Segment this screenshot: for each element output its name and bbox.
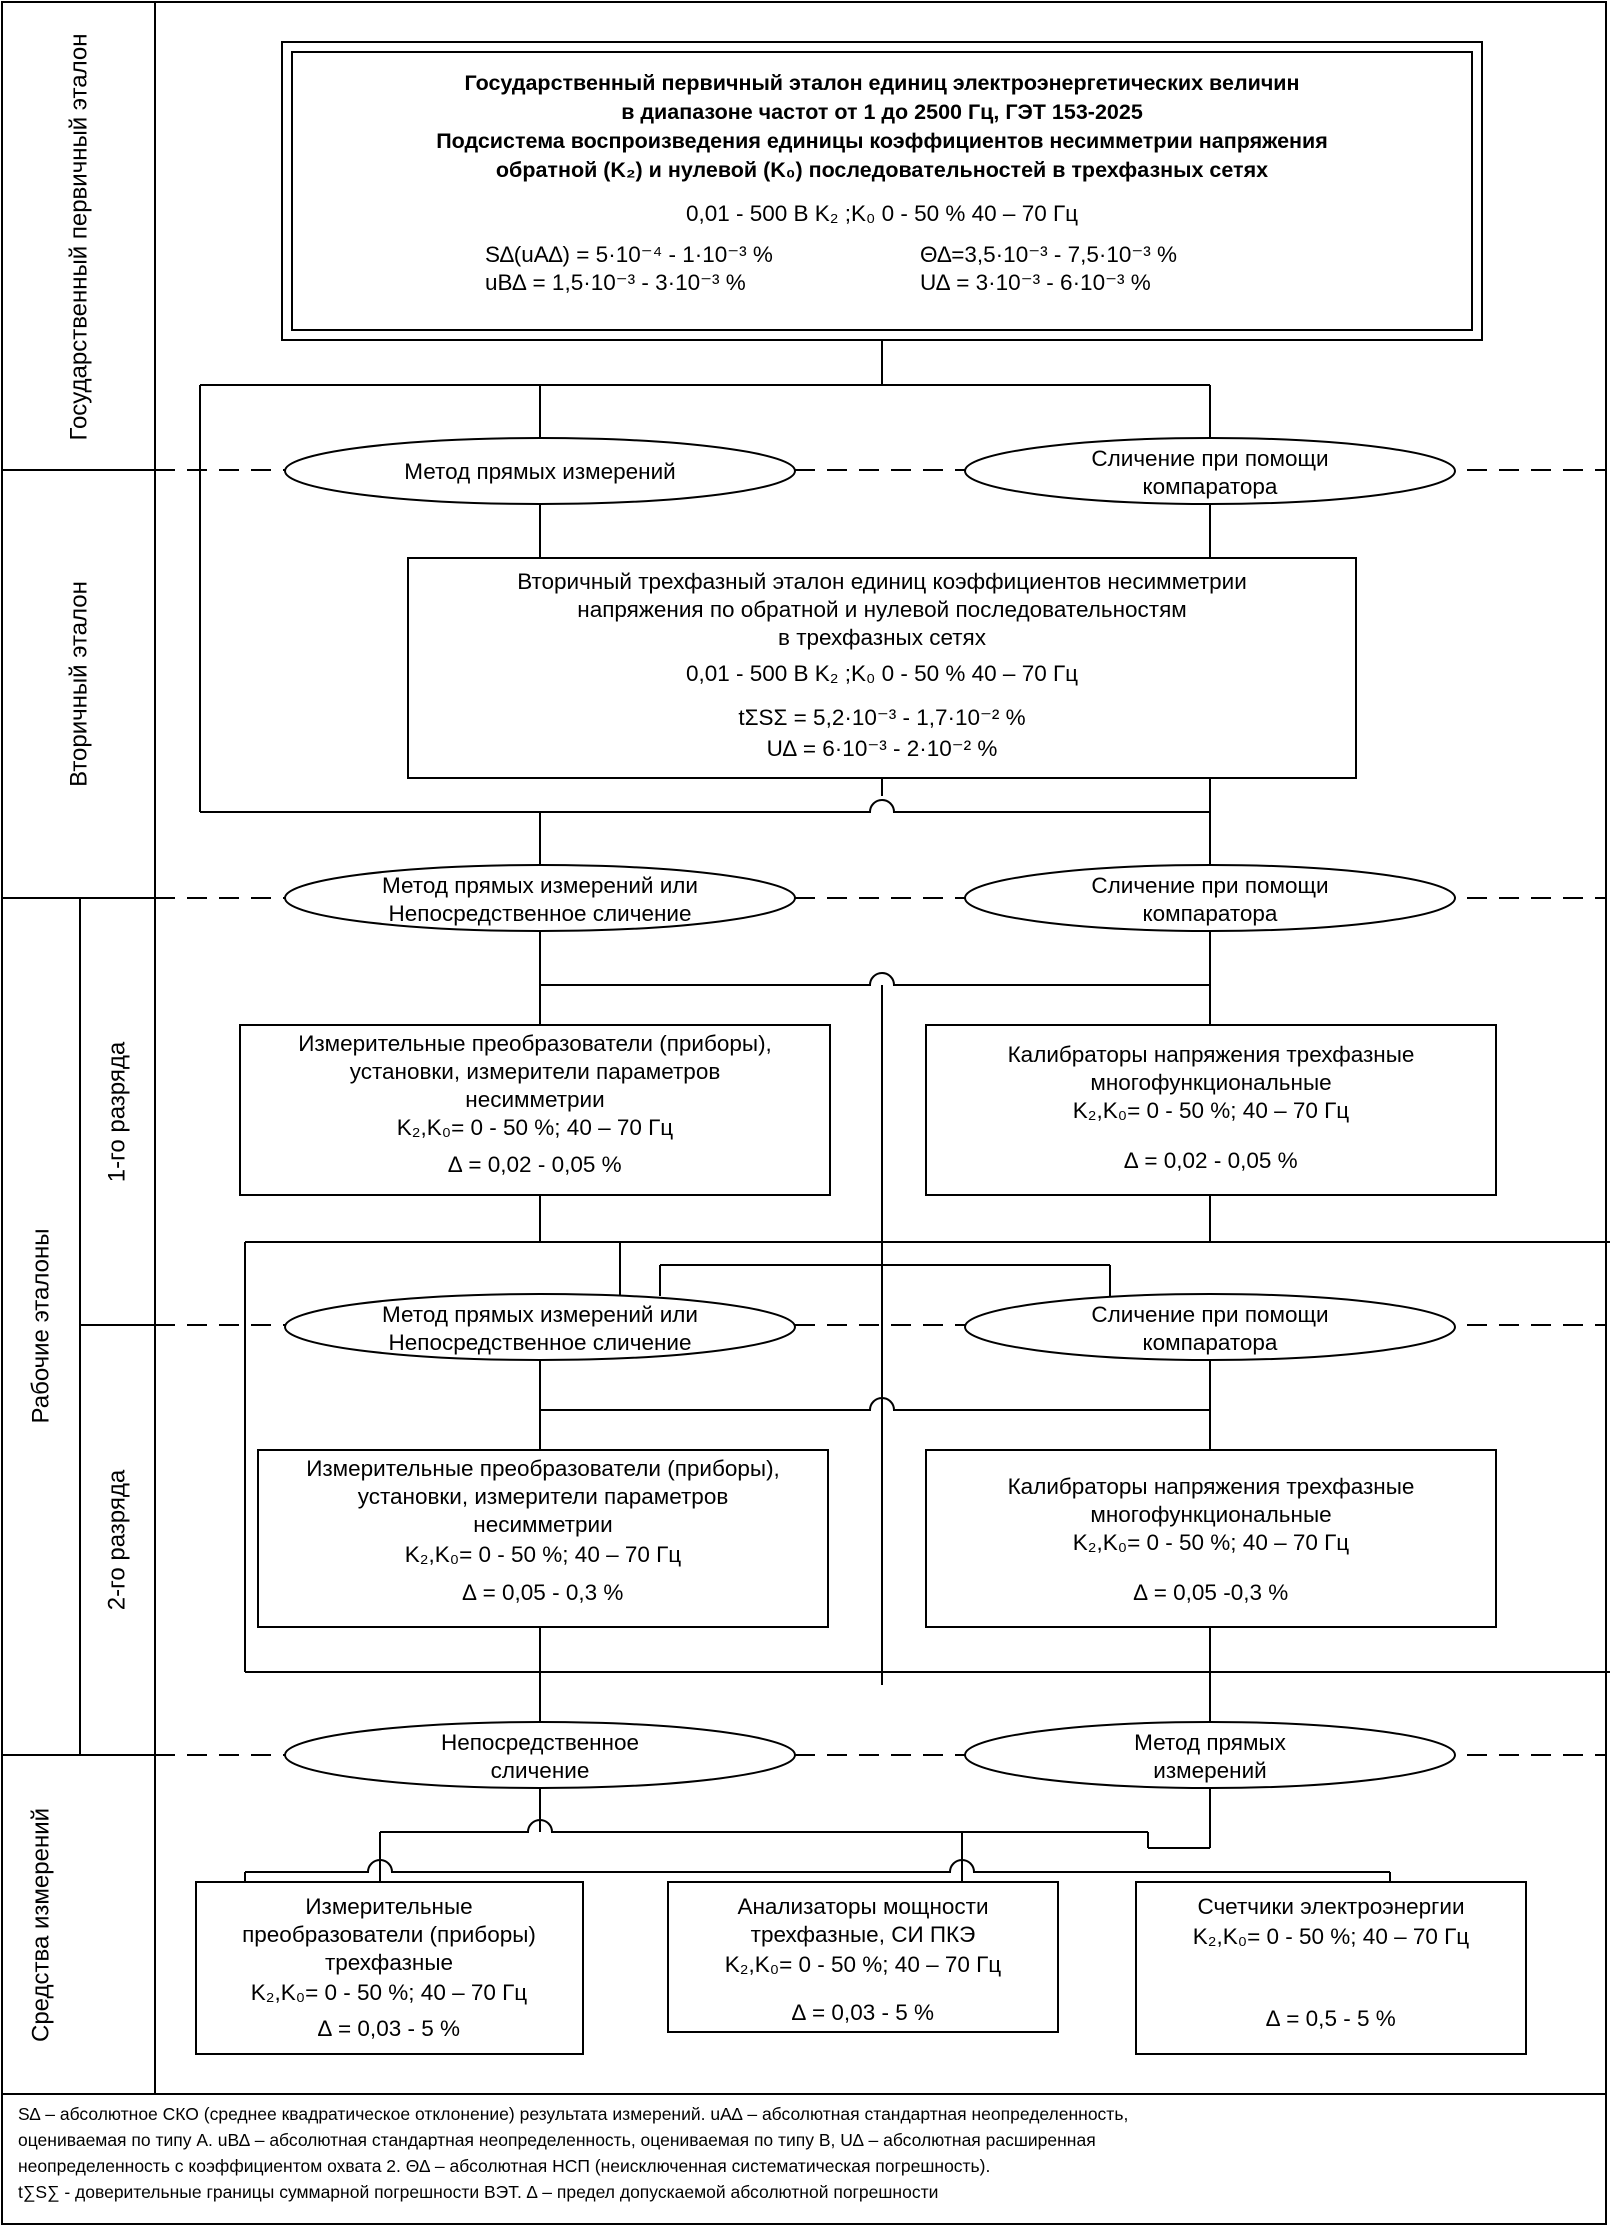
grade1-right-range: K₂,K₀= 0 - 50 %; 40 – 70 Гц <box>1073 1098 1350 1123</box>
footnote: S∆ – абсолютное СКО (среднее квадратичес… <box>18 2104 1128 2202</box>
grade2-left-line3: несимметрии <box>473 1512 612 1537</box>
method-direct-or-comparison-line2: Непосредственное сличение <box>389 1330 692 1355</box>
secondary-title-line2: напряжения по обратной и нулевой последо… <box>577 597 1186 622</box>
grade1-left-box: Измерительные преобразователи (приборы),… <box>239 1024 831 1196</box>
primary-standard-box: Государственный первичный эталон единиц … <box>281 41 1483 341</box>
method-direct-measurement-line1: Метод прямых <box>1134 1730 1286 1755</box>
method-comparator-line1: Сличение при помощи <box>1091 873 1328 898</box>
grade2-right-delta: ∆ = 0,05 -0,3 % <box>1134 1580 1288 1605</box>
connectors <box>199 340 1610 1882</box>
grade2-left-box: Измерительные преобразователи (приборы),… <box>257 1449 829 1628</box>
method-comparator-line1: Сличение при помощи <box>1091 1302 1328 1327</box>
primary-param-sd: S∆(uA∆) = 5·10⁻⁴ - 1·10⁻³ % <box>485 242 773 267</box>
footnote-line2: оцениваемая по типу А. uB∆ – абсолютная … <box>18 2130 1096 2150</box>
primary-param-theta: Θ∆=3,5·10⁻³ - 7,5·10⁻³ % <box>920 242 1177 267</box>
primary-param-u: U∆ = 3·10⁻³ - 6·10⁻³ % <box>920 270 1151 295</box>
method-direct-measurement: Метод прямых измерений <box>404 459 675 484</box>
footnote-line3: неопределенность с коэффициентом охвата … <box>18 2156 990 2176</box>
secondary-param-ts: tΣSΣ = 5,2·10⁻³ - 1,7·10⁻² % <box>738 705 1025 730</box>
grade2-left-line1: Измерительные преобразователи (приборы), <box>306 1456 780 1481</box>
primary-param-ub: uB∆ = 1,5·10⁻³ - 3·10⁻³ % <box>485 270 746 295</box>
grade1-right-line1: Калибраторы напряжения трехфазные <box>1008 1042 1415 1067</box>
secondary-standard-box: Вторичный трехфазный эталон единиц коэфф… <box>407 557 1357 779</box>
secondary-param-u: U∆ = 6·10⁻³ - 2·10⁻² % <box>767 736 998 761</box>
footnote-line4: t∑S∑ - доверительные границы суммарной п… <box>18 2182 938 2202</box>
instrument3-delta: ∆ = 0,5 - 5 % <box>1266 2006 1395 2031</box>
instrument-box-meters: Счетчики электроэнергии K₂,K₀= 0 - 50 %;… <box>1135 1881 1527 2055</box>
method-comparator-line2: компаратора <box>1143 901 1278 926</box>
instrument1-range: K₂,K₀= 0 - 50 %; 40 – 70 Гц <box>251 1980 528 2005</box>
sidebar-instruments: Средства измерений <box>27 1808 54 2042</box>
primary-title-line3: Подсистема воспроизведения единицы коэфф… <box>436 129 1328 153</box>
method-direct-comparison-line1: Непосредственное <box>441 1730 639 1755</box>
grade1-left-line1: Измерительные преобразователи (приборы), <box>298 1031 772 1056</box>
method-level4: Непосредственное сличение Метод прямых и… <box>284 1721 1456 1789</box>
instrument1-line3: трехфазные <box>325 1950 453 1975</box>
method-direct-or-comparison-line1: Метод прямых измерений или <box>382 873 698 898</box>
primary-range: 0,01 - 500 В K₂ ;K₀ 0 - 50 % 40 – 70 Гц <box>686 201 1078 226</box>
primary-title-line2: в диапазоне частот от 1 до 2500 Гц, ГЭТ … <box>621 100 1143 124</box>
grade2-right-line2: многофункциональные <box>1090 1502 1331 1527</box>
method-direct-or-comparison-line1: Метод прямых измерений или <box>382 1302 698 1327</box>
instrument-box-analyzers: Анализаторы мощности трехфазные, СИ ПКЭ … <box>667 1881 1059 2033</box>
instrument2-delta: ∆ = 0,03 - 5 % <box>792 2000 934 2025</box>
method-direct-or-comparison-line2: Непосредственное сличение <box>389 901 692 926</box>
grade2-right-box: Калибраторы напряжения трехфазные многоф… <box>925 1449 1497 1628</box>
sidebar: Государственный первичный эталон Вторичн… <box>27 34 130 2042</box>
method-level1: Метод прямых измерений Сличение при помо… <box>284 437 1456 505</box>
instrument2-range: K₂,K₀= 0 - 50 %; 40 – 70 Гц <box>725 1952 1002 1977</box>
instrument2-line1: Анализаторы мощности <box>737 1894 988 1919</box>
grade1-right-line2: многофункциональные <box>1090 1070 1331 1095</box>
sidebar-working: Рабочие эталоны <box>27 1229 54 1424</box>
grade1-left-line3: несимметрии <box>465 1087 604 1112</box>
primary-title-line4: обратной (K₂) и нулевой (K₀) последовате… <box>496 158 1268 182</box>
instrument2-line2: трехфазные, СИ ПКЭ <box>751 1922 976 1947</box>
instrument1-delta: ∆ = 0,03 - 5 % <box>318 2016 460 2041</box>
grade1-right-box: Калибраторы напряжения трехфазные многоф… <box>925 1024 1497 1196</box>
method-direct-measurement-line2: измерений <box>1153 1758 1266 1783</box>
primary-title-line1: Государственный первичный эталон единиц … <box>464 71 1299 95</box>
grade1-left-line2: установки, измерители параметров <box>350 1059 721 1084</box>
grade1-right-delta: ∆ = 0,02 - 0,05 % <box>1124 1148 1297 1173</box>
method-comparator-line2: компаратора <box>1143 474 1278 499</box>
grade2-right-range: K₂,K₀= 0 - 50 %; 40 – 70 Гц <box>1073 1530 1350 1555</box>
method-level2: Метод прямых измерений или Непосредствен… <box>284 864 1456 932</box>
sidebar-state-primary: Государственный первичный эталон <box>65 34 92 441</box>
grade2-left-delta: ∆ = 0,05 - 0,3 % <box>463 1580 624 1605</box>
grade1-left-delta: ∆ = 0,02 - 0,05 % <box>448 1152 621 1177</box>
secondary-range: 0,01 - 500 В K₂ ;K₀ 0 - 50 % 40 – 70 Гц <box>686 661 1078 686</box>
method-direct-comparison-line2: сличение <box>491 1758 590 1783</box>
instrument1-line2: преобразователи (приборы) <box>242 1922 536 1947</box>
sidebar-grade1: 1-го разряда <box>103 1041 130 1182</box>
grade2-right-line1: Калибраторы напряжения трехфазные <box>1008 1474 1415 1499</box>
instrument-box-transducers: Измерительные преобразователи (приборы) … <box>195 1881 584 2055</box>
grade2-left-line2: установки, измерители параметров <box>358 1484 729 1509</box>
grade2-left-range: K₂,K₀= 0 - 50 %; 40 – 70 Гц <box>405 1542 682 1567</box>
instrument3-line1: Счетчики электроэнергии <box>1197 1894 1464 1919</box>
sidebar-grade2: 2-го разряда <box>103 1469 130 1610</box>
method-level3: Метод прямых измерений или Непосредствен… <box>284 1293 1456 1361</box>
method-comparator-line1: Сличение при помощи <box>1091 446 1328 471</box>
instrument3-range: K₂,K₀= 0 - 50 %; 40 – 70 Гц <box>1193 1924 1470 1949</box>
method-comparator-line2: компаратора <box>1143 1330 1278 1355</box>
secondary-title-line3: в трехфазных сетях <box>778 625 987 650</box>
instrument1-line1: Измерительные <box>305 1894 472 1919</box>
sidebar-secondary: Вторичный эталон <box>65 581 92 787</box>
footnote-line1: S∆ – абсолютное СКО (среднее квадратичес… <box>18 2104 1128 2124</box>
secondary-title-line1: Вторичный трехфазный эталон единиц коэфф… <box>517 569 1247 594</box>
grade1-left-range: K₂,K₀= 0 - 50 %; 40 – 70 Гц <box>397 1115 674 1140</box>
